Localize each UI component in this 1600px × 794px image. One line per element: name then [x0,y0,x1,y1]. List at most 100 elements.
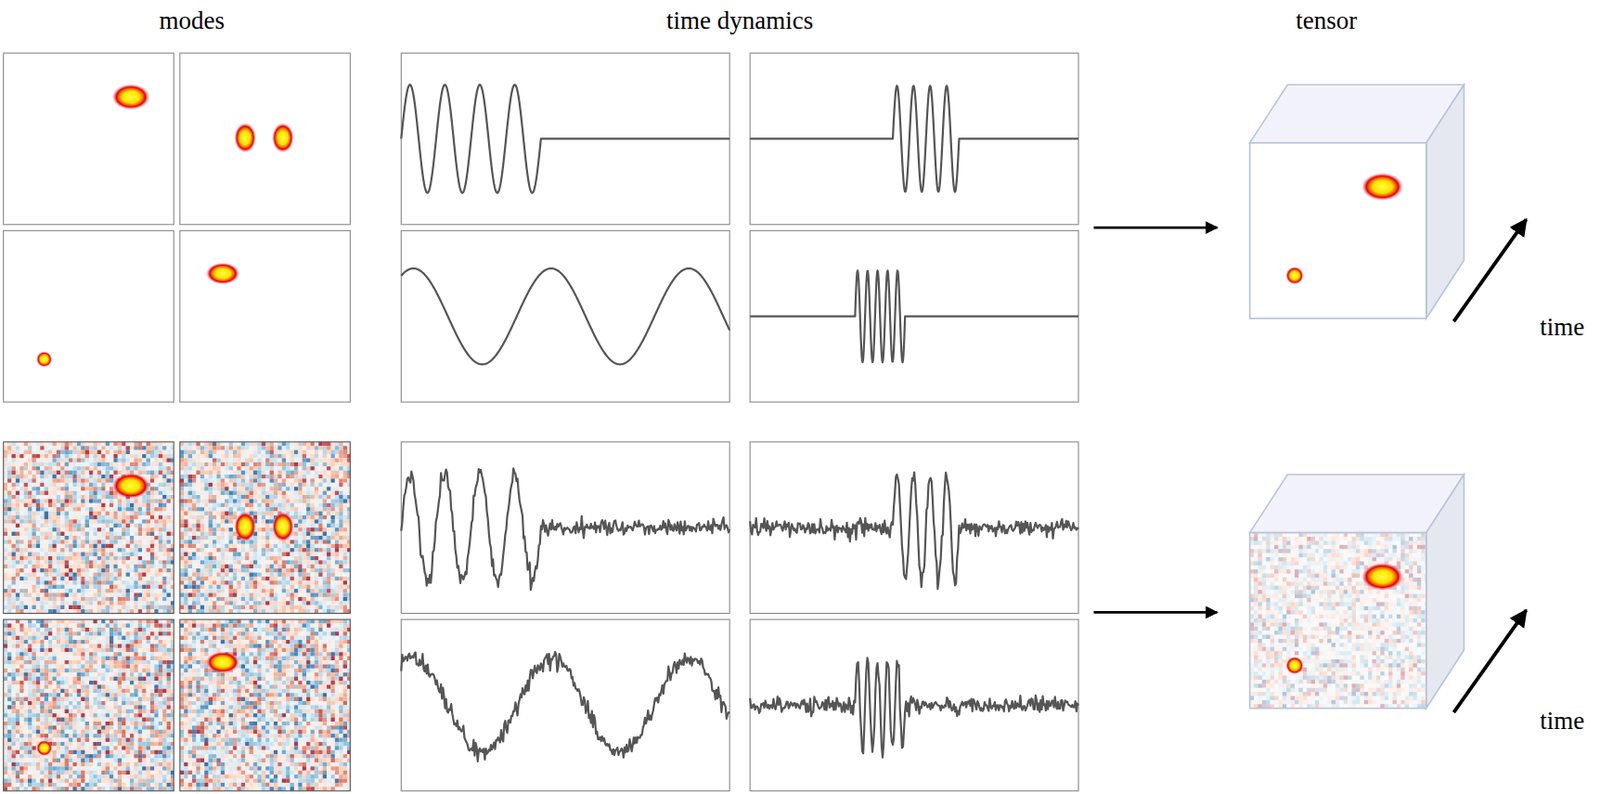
noise-pixel [146,584,151,589]
noise-pixel [3,523,8,528]
noise-pixel [89,547,93,552]
mode-panel [180,441,351,614]
noise-pixel [15,596,20,601]
noise-pixel [56,580,61,584]
noise-pixel [126,445,130,450]
noise-pixel [146,535,151,540]
noise-pixel [121,515,126,519]
noise-pixel [129,441,134,446]
noise-pixel [89,588,93,593]
noise-pixel [31,465,36,470]
noise-pixel [109,547,114,552]
noise-pixel [204,445,208,450]
noise-pixel [117,453,122,458]
noise-pixel [68,559,73,564]
noise-pixel [105,555,110,560]
noise-pixel [80,441,85,446]
noise-pixel [133,535,138,540]
noise-pixel [154,588,158,593]
noise-pixel [44,552,49,556]
noise-pixel [150,486,155,491]
noise-pixel [27,576,32,581]
noise-pixel [56,559,61,564]
noise-pixel [89,474,93,478]
noise-pixel [101,445,105,450]
noise-pixel [101,503,105,507]
noise-pixel [105,527,110,531]
noise-pixel [101,535,105,540]
noise-pixel [105,474,110,478]
noise-pixel [92,503,97,507]
noise-pixel [19,527,24,531]
noise-pixel [97,470,102,475]
noise-pixel [92,531,97,536]
noise-pixel [77,477,81,482]
noise-pixel [77,482,81,487]
noise-pixel [129,555,134,560]
noise-pixel [314,450,319,454]
noise-pixel [80,543,85,548]
noise-pixel [113,535,117,540]
noise-pixel [113,588,117,593]
noise-pixel [154,600,158,605]
noise-pixel [24,539,28,543]
noise-pixel [7,511,12,516]
noise-pixel [200,457,205,462]
noise-pixel [126,535,130,540]
noise-pixel [72,596,77,601]
noise-pixel [138,539,142,543]
noise-pixel [204,457,208,462]
noise-pixel [129,506,134,511]
noise-pixel [146,465,151,470]
noise-pixel [343,457,348,462]
noise-pixel [117,608,122,613]
noise-pixel [318,453,323,458]
noise-pixel [27,506,32,511]
noise-pixel [64,588,69,593]
noise-pixel [101,511,105,516]
noise-pixel [3,576,8,581]
mode-panel [3,441,175,614]
noise-pixel [39,539,44,543]
noise-pixel [109,503,114,507]
noise-pixel [85,567,90,572]
noise-pixel [44,584,49,589]
noise-pixel [150,596,155,601]
noise-pixel [154,552,158,556]
noise-pixel [97,474,102,478]
noise-pixel [322,441,327,446]
noise-pixel [77,559,81,564]
noise-pixel [309,450,314,454]
noise-pixel [97,543,102,548]
noise-pixel [101,543,105,548]
noise-pixel [31,531,36,536]
noise-pixel [19,477,24,482]
noise-pixel [121,457,126,462]
noise-pixel [167,490,171,495]
noise-pixel [236,441,241,446]
noise-pixel [154,535,158,540]
noise-pixel [89,605,93,609]
noise-pixel [44,543,49,548]
noise-pixel [11,482,15,487]
noise-pixel [3,535,8,540]
noise-pixel [89,584,93,589]
noise-pixel [302,441,307,446]
noise-pixel [109,564,114,568]
noise-pixel [51,547,56,552]
noise-pixel [129,596,134,601]
noise-pixel [80,576,85,581]
noise-pixel [97,605,102,609]
noise-pixel [27,486,32,491]
noise-pixel [44,588,49,593]
noise-pixel [60,498,65,503]
noise-pixel [265,445,270,450]
noise-pixel [146,555,151,560]
noise-pixel [31,600,36,605]
noise-pixel [129,588,134,593]
noise-pixel [56,576,61,581]
noise-pixel [24,523,28,528]
noise-pixel [77,539,81,543]
noise-pixel [241,445,246,450]
noise-pixel [162,515,167,519]
